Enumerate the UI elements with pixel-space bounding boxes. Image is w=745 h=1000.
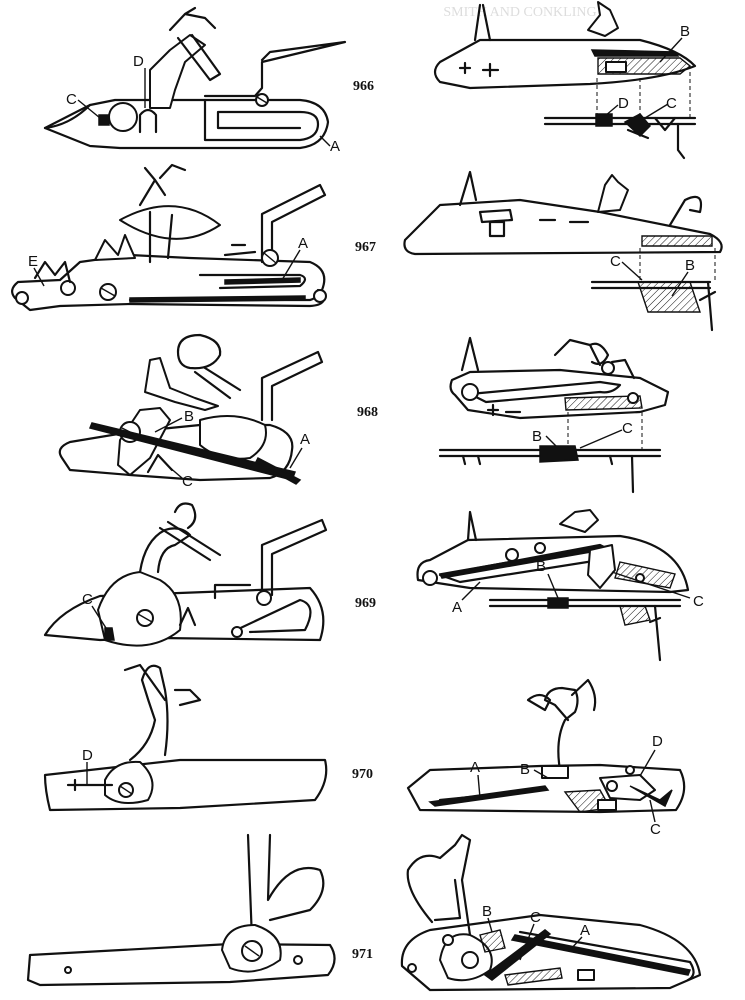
fig966-right-label-c: C	[666, 95, 677, 112]
fig968-left-label-b: B	[184, 408, 194, 425]
fig967-right-label-b: B	[685, 257, 695, 274]
figure-number-968: 968	[357, 405, 378, 420]
fig966-left-label-d: D	[133, 53, 144, 70]
fig970-left-label-d: D	[82, 747, 93, 764]
fig970-right-label-d: D	[652, 733, 663, 750]
fig966-right-label-b: B	[680, 23, 690, 40]
figure-968-left-lock	[58, 333, 324, 485]
fig968-left-label-a: A	[300, 431, 310, 448]
fig968-left-label-c: C	[182, 473, 193, 490]
figure-968-right-lock	[438, 336, 670, 494]
figure-969-right-lock	[416, 509, 690, 662]
fig970-right-label-b: B	[520, 761, 530, 778]
fig967-left-label-a: A	[298, 235, 308, 252]
fig971-right-label-b: B	[482, 903, 492, 920]
figure-971-left-lock	[26, 833, 336, 987]
fig969-right-label-a: A	[452, 599, 462, 616]
figure-966-left-lock	[43, 6, 347, 150]
fig966-left-label-c: C	[66, 91, 77, 108]
figure-966-right-lock	[433, 1, 697, 160]
fig971-right-label-c: C	[530, 909, 541, 926]
figure-970-right-lock	[406, 678, 686, 814]
fig970-right-label-c: C	[650, 821, 661, 838]
figure-969-left-lock	[43, 502, 328, 647]
fig967-left-label-e: E	[28, 253, 38, 270]
fig971-right-label-a: A	[580, 922, 590, 939]
fig966-right-label-d: D	[618, 95, 629, 112]
fig968-right-label-c: C	[622, 420, 633, 437]
fig969-left-label-c: C	[82, 591, 93, 608]
figure-967-right-lock	[403, 170, 723, 332]
figure-number-966: 966	[353, 79, 374, 94]
header-fragment: SMITH AND CONKLING	[443, 5, 596, 20]
fig967-right-label-c: C	[610, 253, 621, 270]
figure-number-967: 967	[355, 240, 376, 255]
fig969-right-label-b: B	[536, 558, 546, 575]
fig969-right-label-c: C	[693, 593, 704, 610]
figure-971-right-lock	[400, 833, 702, 992]
fig970-right-label-a: A	[470, 759, 480, 776]
figure-967-left-lock	[11, 163, 327, 312]
figure-number-971: 971	[352, 947, 373, 962]
figure-number-970: 970	[352, 767, 373, 782]
figure-970-left-lock	[43, 663, 328, 812]
figure-number-969: 969	[355, 596, 376, 611]
fig966-left-label-a: A	[330, 138, 340, 155]
fig968-right-label-b: B	[532, 428, 542, 445]
